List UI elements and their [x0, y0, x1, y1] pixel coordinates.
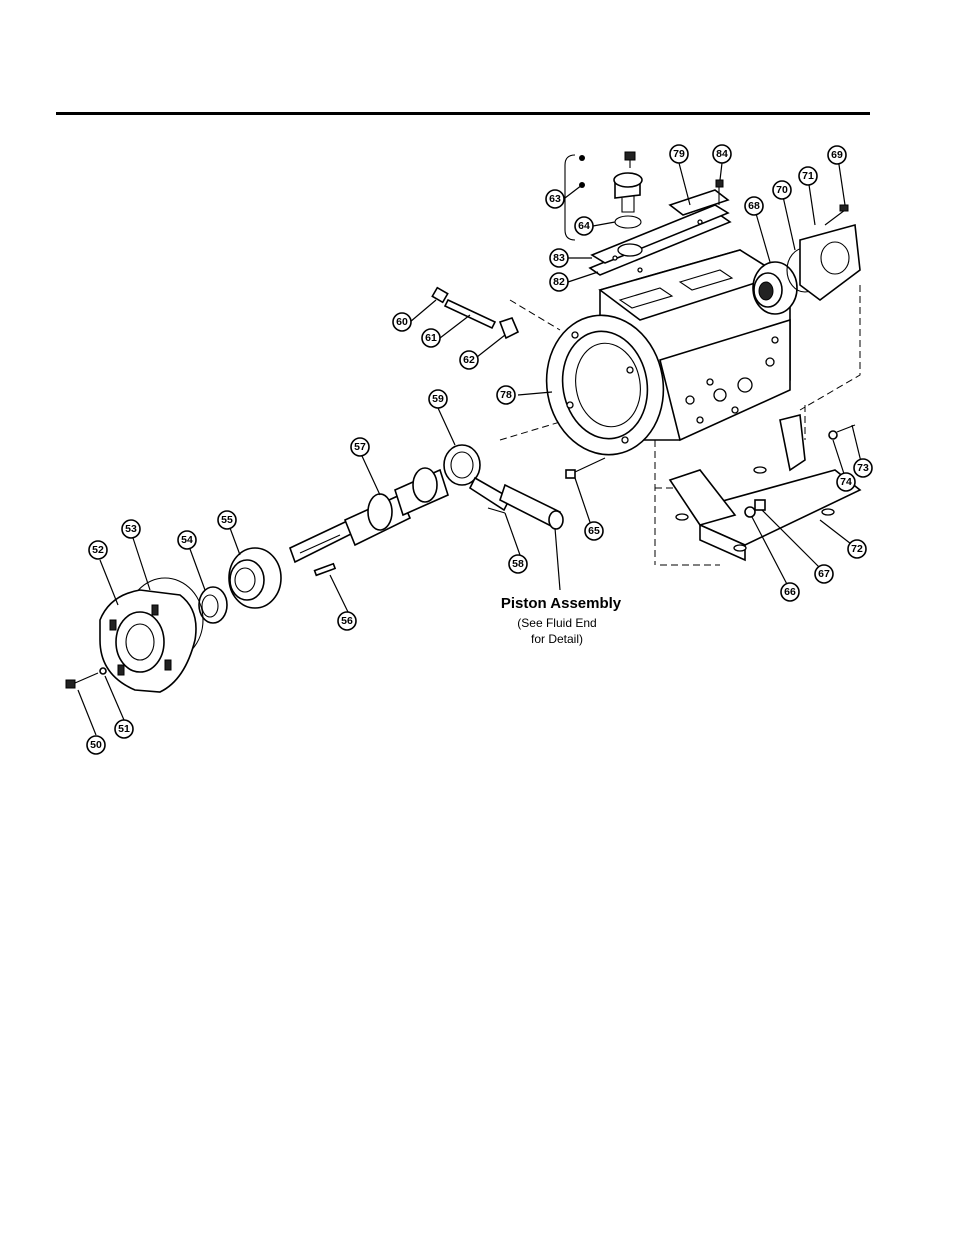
svg-text:82: 82	[553, 276, 565, 288]
callout-53: 53	[121, 519, 141, 539]
leader-lines	[77, 157, 863, 736]
svg-text:56: 56	[341, 615, 353, 627]
svg-text:73: 73	[857, 462, 869, 474]
callout-60: 60	[392, 312, 412, 332]
callout-79: 79	[669, 144, 689, 164]
svg-text:58: 58	[512, 558, 524, 570]
callout-56: 56	[337, 611, 357, 631]
svg-text:69: 69	[831, 149, 843, 161]
svg-text:52: 52	[92, 544, 104, 556]
svg-text:74: 74	[840, 476, 852, 488]
piston-assembly-caption: Piston Assembly (See Fluid End for Detai…	[501, 595, 622, 646]
svg-text:63: 63	[549, 193, 561, 205]
callout-52: 52	[88, 540, 108, 560]
front-bearing-seal	[198, 547, 282, 624]
mounting-bracket	[668, 414, 862, 562]
caption-title: Piston Assembly	[501, 595, 622, 612]
callout-59: 59	[428, 389, 448, 409]
caption-note-line2: for Detail)	[531, 632, 583, 646]
caption-note-line1: (See Fluid End	[517, 616, 596, 630]
callout-72: 72	[847, 539, 867, 559]
front-cover	[65, 577, 204, 693]
svg-text:61: 61	[425, 332, 437, 344]
callout-66: 66	[780, 582, 800, 602]
callout-64: 64	[574, 216, 594, 236]
svg-text:54: 54	[181, 534, 193, 546]
callout-55: 55	[217, 510, 237, 530]
crankcase-housing	[545, 249, 791, 456]
svg-text:71: 71	[802, 170, 814, 182]
svg-text:65: 65	[588, 525, 600, 537]
callout-67: 67	[814, 564, 834, 584]
svg-text:84: 84	[716, 148, 728, 160]
callout-bubbles: 50 51 52 53 54 55 56 57 58 59 60 61 62 6…	[86, 144, 873, 755]
callout-65: 65	[584, 521, 604, 541]
svg-text:59: 59	[432, 393, 444, 405]
callout-70: 70	[772, 180, 792, 200]
adjusting-bolt-assembly	[431, 286, 520, 340]
callout-50: 50	[86, 735, 106, 755]
svg-text:53: 53	[125, 523, 137, 535]
callout-78: 78	[496, 385, 516, 405]
callout-62: 62	[459, 350, 479, 370]
crankshaft	[289, 467, 449, 577]
callout-84: 84	[712, 144, 732, 164]
svg-text:50: 50	[90, 739, 102, 751]
svg-text:67: 67	[818, 568, 830, 580]
callout-74: 74	[836, 472, 856, 492]
svg-text:68: 68	[748, 200, 760, 212]
svg-text:62: 62	[463, 354, 475, 366]
assembly-guide-lines	[499, 285, 861, 566]
callout-57: 57	[350, 437, 370, 457]
svg-text:72: 72	[851, 543, 863, 555]
svg-text:66: 66	[784, 586, 796, 598]
callout-58: 58	[508, 554, 528, 574]
callout-54: 54	[177, 530, 197, 550]
callout-69: 69	[827, 145, 847, 165]
svg-text:78: 78	[500, 389, 512, 401]
svg-text:70: 70	[776, 184, 788, 196]
callout-61: 61	[421, 328, 441, 348]
rear-bearing-cover	[752, 204, 861, 315]
connecting-rod-assembly	[443, 444, 564, 530]
svg-text:60: 60	[396, 316, 408, 328]
callout-73: 73	[853, 458, 873, 478]
svg-text:55: 55	[221, 514, 233, 526]
top-cover-assembly	[564, 151, 732, 276]
svg-text:83: 83	[553, 252, 565, 264]
svg-text:79: 79	[673, 148, 685, 160]
svg-text:57: 57	[354, 441, 366, 453]
callout-51: 51	[114, 719, 134, 739]
callout-83: 83	[549, 248, 569, 268]
long-bolt	[565, 457, 606, 479]
svg-text:64: 64	[578, 220, 590, 232]
callout-71: 71	[798, 166, 818, 186]
callout-63: 63	[545, 189, 565, 209]
header-rule	[56, 112, 870, 115]
svg-text:51: 51	[118, 723, 130, 735]
callout-82: 82	[549, 272, 569, 292]
callout-68: 68	[744, 196, 764, 216]
